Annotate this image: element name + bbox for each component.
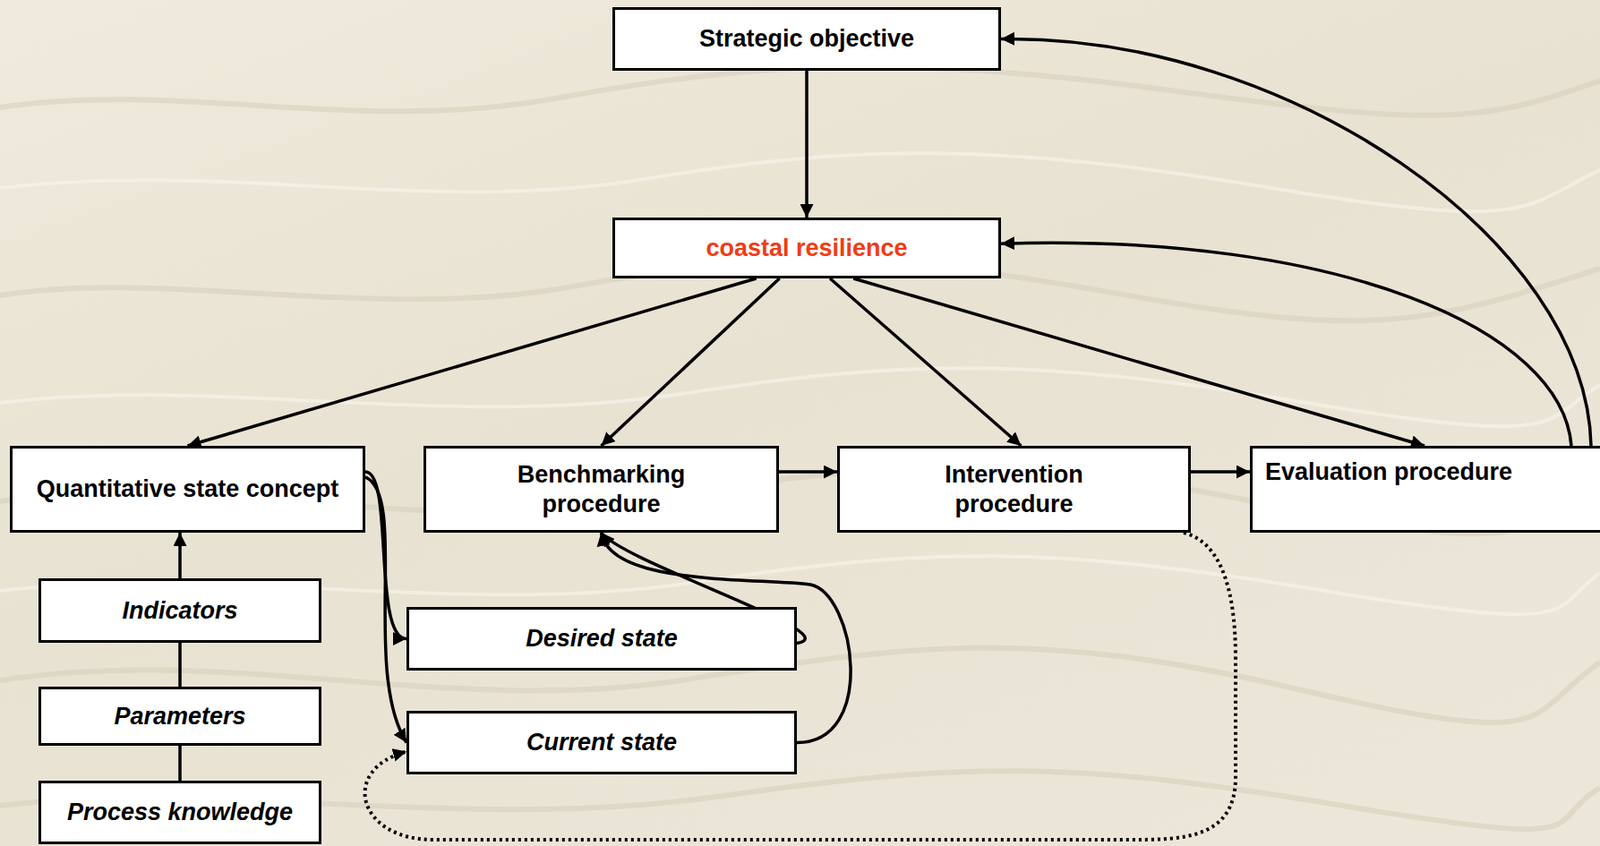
process-box: Strategic objective	[612, 7, 1002, 71]
process-box: Process knowledge	[38, 780, 322, 845]
dotted-connector	[365, 532, 1236, 840]
connector	[1001, 38, 1592, 446]
process-box: Desired state	[406, 607, 797, 671]
process-box: Quantitative state concept	[9, 445, 366, 533]
node-label: Process knowledge	[67, 797, 293, 828]
connector	[1001, 242, 1572, 446]
process-box: Indicators	[38, 578, 322, 643]
connector	[178, 532, 182, 579]
node-label: Evaluation procedure	[1265, 457, 1513, 488]
connector	[778, 470, 838, 474]
connector	[601, 278, 780, 446]
connector	[853, 278, 1425, 446]
node-label: coastal resilience	[705, 233, 907, 264]
node-label: Desired state	[525, 624, 678, 654]
node-label: Benchmarking procedure	[485, 460, 719, 520]
connector	[178, 642, 182, 687]
node-label: Indicators	[121, 596, 238, 626]
connector	[829, 278, 1021, 446]
node-label: Strategic objective	[699, 24, 915, 54]
node-label: Intervention procedure	[898, 460, 1131, 520]
node-label: Quantitative state concept	[36, 474, 340, 505]
connector	[188, 278, 757, 446]
connector	[178, 745, 182, 781]
process-box: coastal resilience	[612, 217, 1002, 279]
process-box: Intervention procedure	[837, 445, 1191, 533]
process-box: Current state	[406, 710, 797, 775]
node-label: Parameters	[113, 701, 246, 732]
process-box: Evaluation procedure	[1249, 445, 1600, 533]
process-box: Parameters	[38, 686, 322, 746]
connector	[1190, 470, 1250, 474]
connector	[365, 477, 407, 744]
connector	[804, 70, 809, 218]
process-box: Benchmarking procedure	[423, 445, 779, 533]
node-label: Current state	[526, 727, 677, 758]
